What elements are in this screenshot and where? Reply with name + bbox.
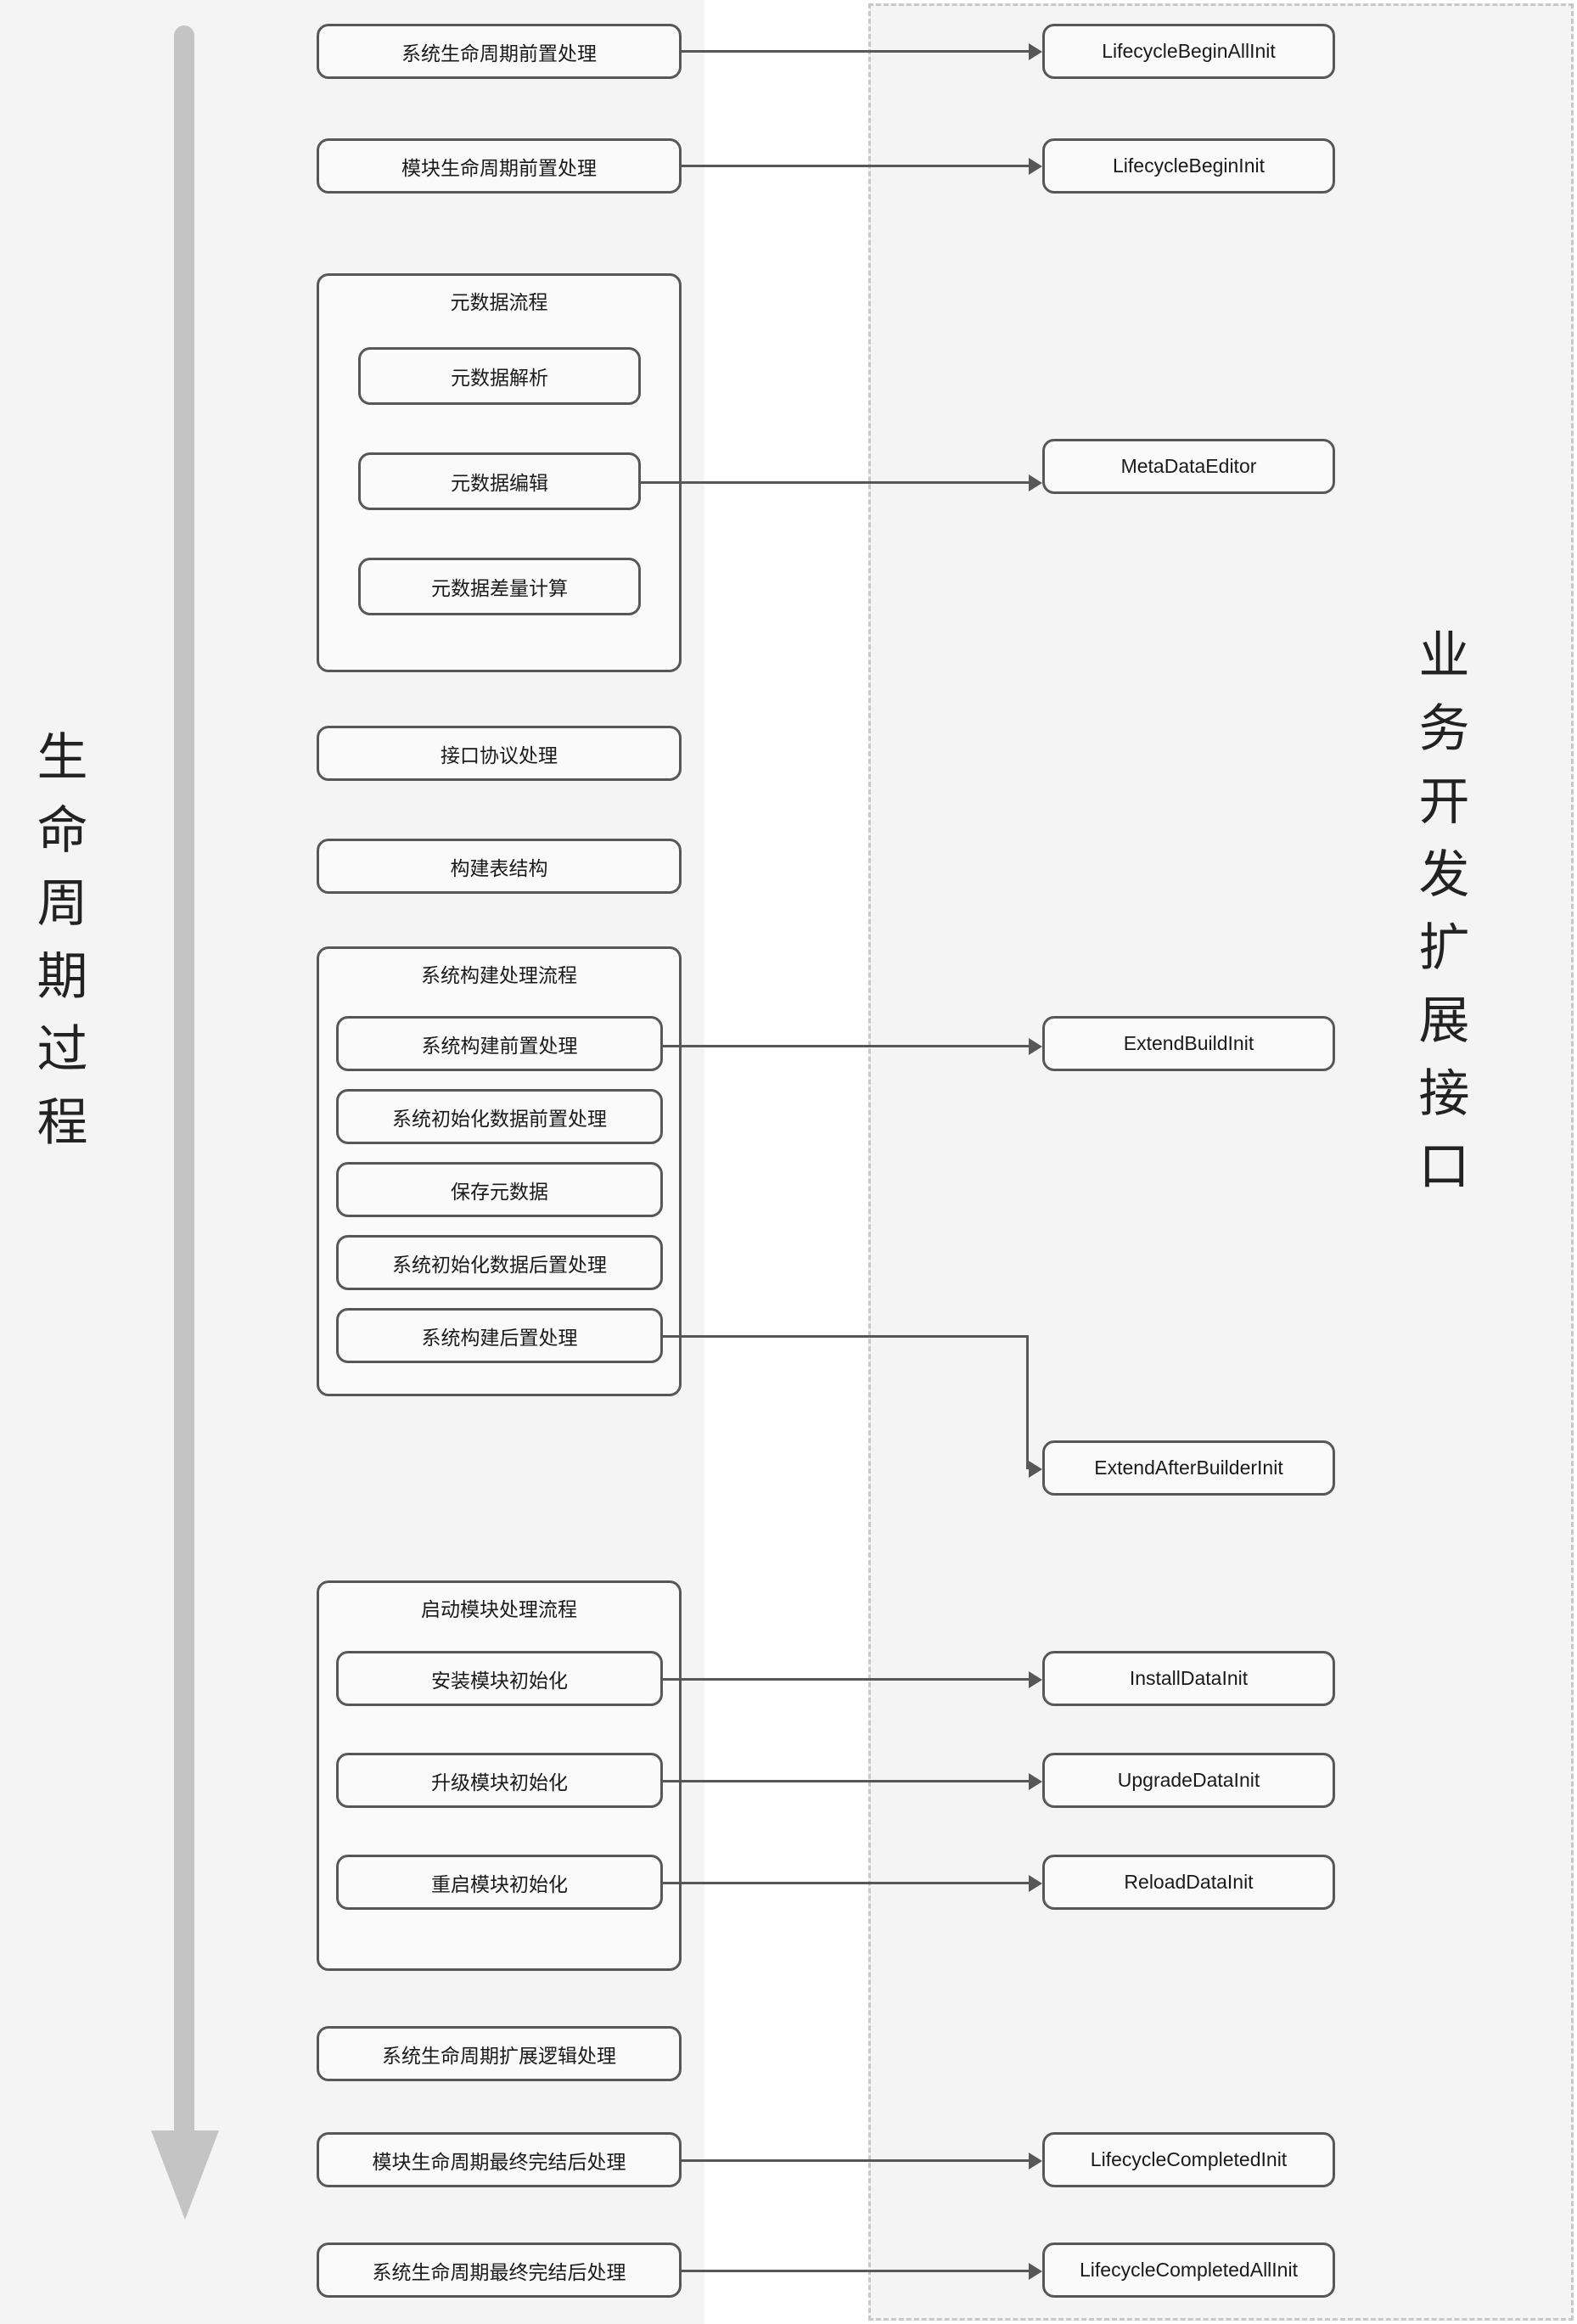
- step-upgrade-module-init[interactable]: 升级模块初始化: [336, 1753, 663, 1808]
- connector-arrowhead-10: [1029, 2263, 1042, 2280]
- connector-mod-lifecycle-pre: [682, 165, 1029, 167]
- connector-arrowhead-9: [1029, 2153, 1042, 2170]
- step-metadata-parse[interactable]: 元数据解析: [358, 347, 641, 405]
- step-build-table[interactable]: 构建表结构: [317, 839, 682, 894]
- step-sys-lifecycle-complete[interactable]: 系统生命周期最终完结后处理: [317, 2243, 682, 2298]
- step-sys-build-pre[interactable]: 系统构建前置处理: [336, 1016, 663, 1071]
- step-sys-lifecycle-pre[interactable]: 系统生命周期前置处理: [317, 24, 682, 79]
- connector-sys-build-post-drop: [1026, 1335, 1029, 1469]
- connector-sys-lifecycle-complete: [682, 2270, 1029, 2272]
- group-startup-module-flow-title: 启动模块处理流程: [421, 1598, 577, 1620]
- step-sys-initdata-post[interactable]: 系统初始化数据后置处理: [336, 1235, 663, 1290]
- step-metadata-edit[interactable]: 元数据编辑: [358, 452, 641, 510]
- group-system-build-flow-title: 系统构建处理流程: [421, 964, 577, 986]
- interface-extend-after-builder-init[interactable]: ExtendAfterBuilderInit: [1042, 1440, 1335, 1496]
- connector-arrowhead-8: [1029, 1875, 1042, 1892]
- connector-sys-lifecycle-pre: [682, 50, 1029, 53]
- lifecycle-flow-arrow-head: [151, 2130, 219, 2220]
- connector-upgrade-module-init: [663, 1780, 1029, 1782]
- group-metadata-flow-title: 元数据流程: [450, 291, 548, 313]
- connector-metadata-edit: [641, 481, 1029, 484]
- lifecycle-axis-label: 生命周期过程: [30, 730, 87, 1168]
- connector-arrowhead-7: [1029, 1773, 1042, 1790]
- interface-lifecycle-begin-all-init[interactable]: LifecycleBeginAllInit: [1042, 24, 1335, 79]
- lifecycle-flow-arrow-shaft: [174, 25, 194, 2147]
- connector-install-module-init: [663, 1678, 1029, 1681]
- interface-extend-build-init[interactable]: ExtendBuildInit: [1042, 1016, 1335, 1071]
- step-sys-build-post[interactable]: 系统构建后置处理: [336, 1308, 663, 1363]
- extension-panel-background: [868, 3, 1574, 2321]
- interface-metadata-editor[interactable]: MetaDataEditor: [1042, 439, 1335, 494]
- interface-lifecycle-begin-init[interactable]: LifecycleBeginInit: [1042, 138, 1335, 194]
- connector-arrowhead-6: [1029, 1671, 1042, 1688]
- extension-axis-label: 业务开发扩展接口: [1411, 628, 1468, 1212]
- interface-upgrade-data-init[interactable]: UpgradeDataInit: [1042, 1753, 1335, 1808]
- connector-sys-build-pre: [663, 1045, 1029, 1047]
- connector-arrowhead-1: [1029, 43, 1042, 60]
- connector-mod-lifecycle-complete: [682, 2159, 1029, 2162]
- step-sys-lifecycle-extend[interactable]: 系统生命周期扩展逻辑处理: [317, 2026, 682, 2081]
- step-mod-lifecycle-complete[interactable]: 模块生命周期最终完结后处理: [317, 2132, 682, 2187]
- step-reload-module-init[interactable]: 重启模块初始化: [336, 1855, 663, 1910]
- step-metadata-diff[interactable]: 元数据差量计算: [358, 558, 641, 615]
- step-iface-protocol[interactable]: 接口协议处理: [317, 726, 682, 781]
- interface-lifecycle-completed-all-init[interactable]: LifecycleCompletedAllInit: [1042, 2243, 1335, 2298]
- step-install-module-init[interactable]: 安装模块初始化: [336, 1651, 663, 1706]
- connector-arrowhead-4: [1029, 1038, 1042, 1055]
- connector-arrowhead-5: [1029, 1461, 1042, 1478]
- connector-arrowhead-3: [1029, 474, 1042, 491]
- interface-reload-data-init[interactable]: ReloadDataInit: [1042, 1855, 1335, 1910]
- step-sys-initdata-pre[interactable]: 系统初始化数据前置处理: [336, 1089, 663, 1144]
- connector-reload-module-init: [663, 1882, 1029, 1884]
- connector-arrowhead-2: [1029, 158, 1042, 175]
- interface-lifecycle-completed-init[interactable]: LifecycleCompletedInit: [1042, 2132, 1335, 2187]
- connector-sys-build-post: [663, 1335, 1029, 1338]
- step-save-metadata[interactable]: 保存元数据: [336, 1162, 663, 1217]
- interface-install-data-init[interactable]: InstallDataInit: [1042, 1651, 1335, 1706]
- step-mod-lifecycle-pre[interactable]: 模块生命周期前置处理: [317, 138, 682, 194]
